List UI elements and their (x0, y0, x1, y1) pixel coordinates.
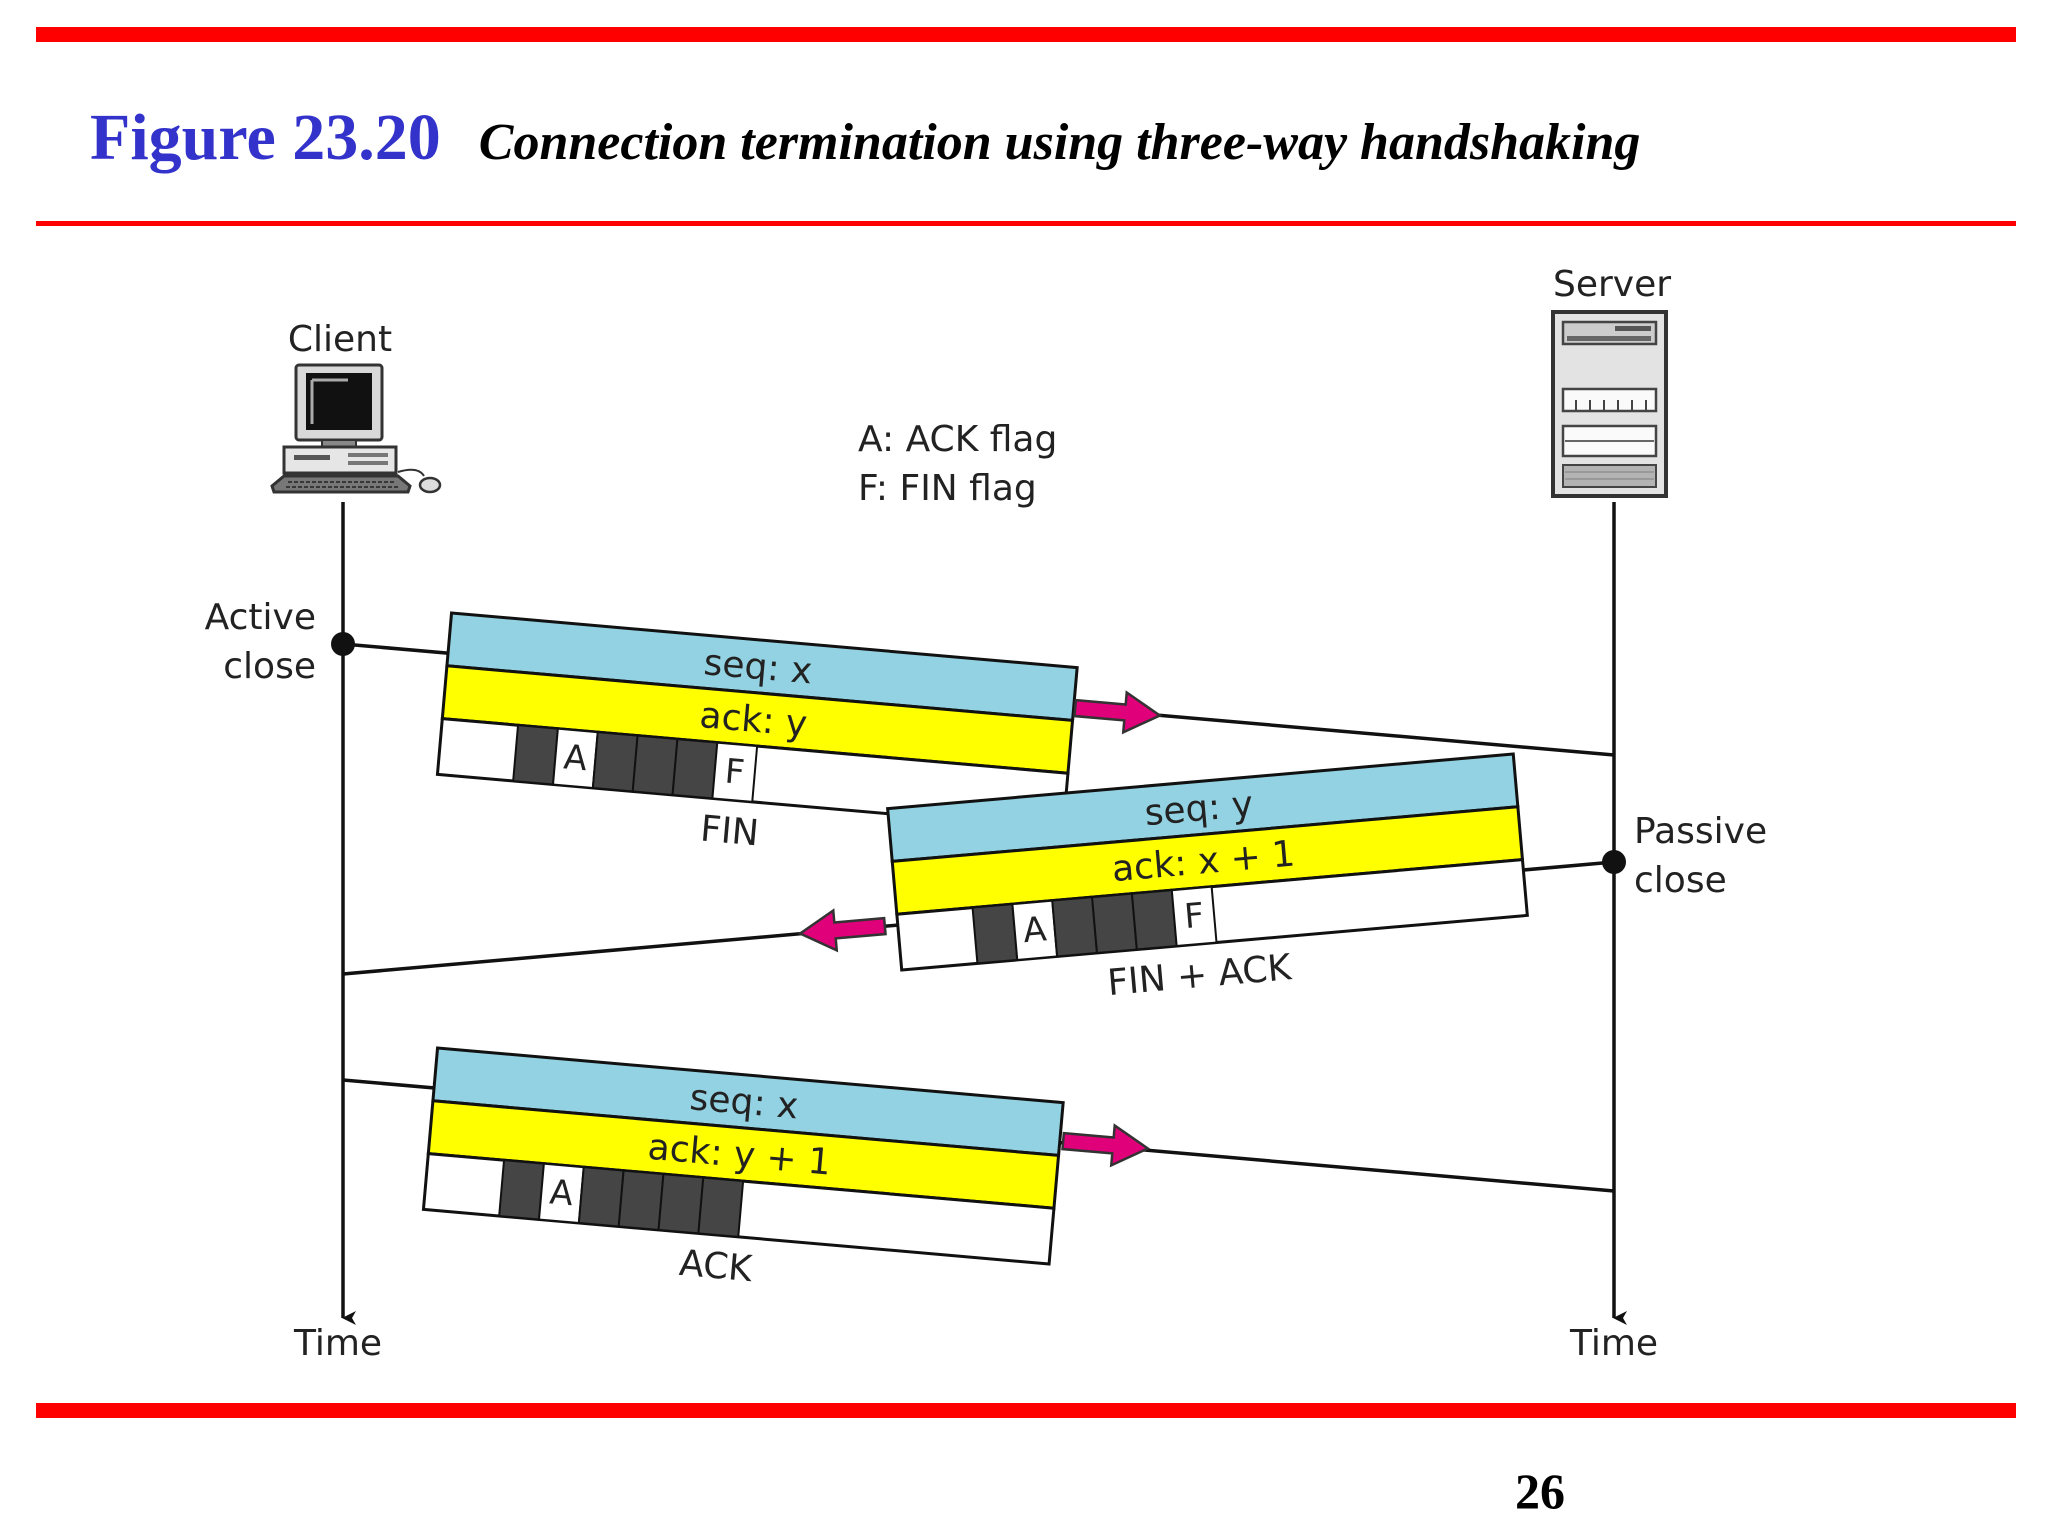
active-close-label-line1: Active (205, 597, 316, 638)
figure-number: Figure 23.20 (90, 101, 441, 174)
finack-flag-cell (971, 903, 1019, 965)
ack-segment: seq: x ack: y + 1 A ACK (421, 1046, 1065, 1290)
figure-title: Connection termination using three-way h… (478, 114, 1641, 171)
ack-flag-cell (577, 1166, 625, 1228)
finack-segment-name: FIN + ACK (1106, 947, 1294, 1004)
fin-flag-f-text: F (723, 751, 746, 793)
ack-flag-cell (697, 1176, 745, 1238)
ack-flag-a-text: A (548, 1172, 575, 1214)
client-computer-icon (270, 363, 442, 494)
passive-close-label-line1: Passive (1634, 811, 1767, 852)
legend-ack-flag: A: ACK flag (858, 419, 1057, 460)
fin-flag-f-cell (711, 741, 759, 803)
ack-flag-cell (498, 1159, 545, 1221)
finack-flag-cell (1091, 892, 1138, 955)
fin-segment-name: FIN (699, 809, 761, 855)
time-label-client: Time (293, 1323, 382, 1364)
ack-flag-cell (617, 1169, 665, 1231)
fin-flag-a-text: A (562, 737, 589, 779)
fin-ack-text: ack: y (698, 695, 809, 745)
top-rule (36, 27, 2016, 42)
server-icon (1551, 310, 1668, 498)
ack-flag-cell (657, 1173, 705, 1235)
page-number: 26 (1515, 1463, 1565, 1519)
fin-flag-cell (591, 731, 639, 793)
finack-flag-f-text: F (1183, 896, 1206, 938)
time-label-server: Time (1569, 1323, 1658, 1364)
finack-flag-cell (1051, 896, 1099, 958)
finack-flag-a-text: A (1021, 909, 1048, 951)
title-row: Figure 23.20 Connection termination usin… (90, 100, 1640, 180)
finack-segment: seq: y ack: x + 1 A F FIN + ACK (885, 752, 1529, 1004)
finack-flag-cell (1130, 889, 1178, 951)
server-label: Server (1553, 264, 1671, 305)
bottom-rule (36, 1403, 2016, 1418)
ack-segment-name: ACK (678, 1243, 755, 1290)
passive-close-label-line2: close (1634, 860, 1727, 901)
fin-flag-cell (671, 738, 719, 800)
fin-direction-arrow-icon (1073, 690, 1163, 735)
fin-seq-text: seq: x (702, 642, 814, 692)
title-underline (36, 221, 2016, 226)
client-label: Client (288, 319, 392, 360)
finack-seq-text: seq: y (1143, 784, 1255, 834)
finack-direction-arrow-icon (797, 908, 887, 953)
fin-flag-cell (631, 734, 679, 796)
fin-segment: seq: x ack: y A F FIN (435, 611, 1079, 855)
ack-seq-text: seq: x (688, 1077, 800, 1127)
active-close-label-line2: close (223, 646, 316, 687)
fin-flag-cell (512, 724, 559, 786)
legend-fin-flag: F: FIN flag (858, 468, 1037, 509)
ack-direction-arrow-icon (1061, 1123, 1151, 1168)
finack-flag-f-cell (1170, 885, 1218, 948)
